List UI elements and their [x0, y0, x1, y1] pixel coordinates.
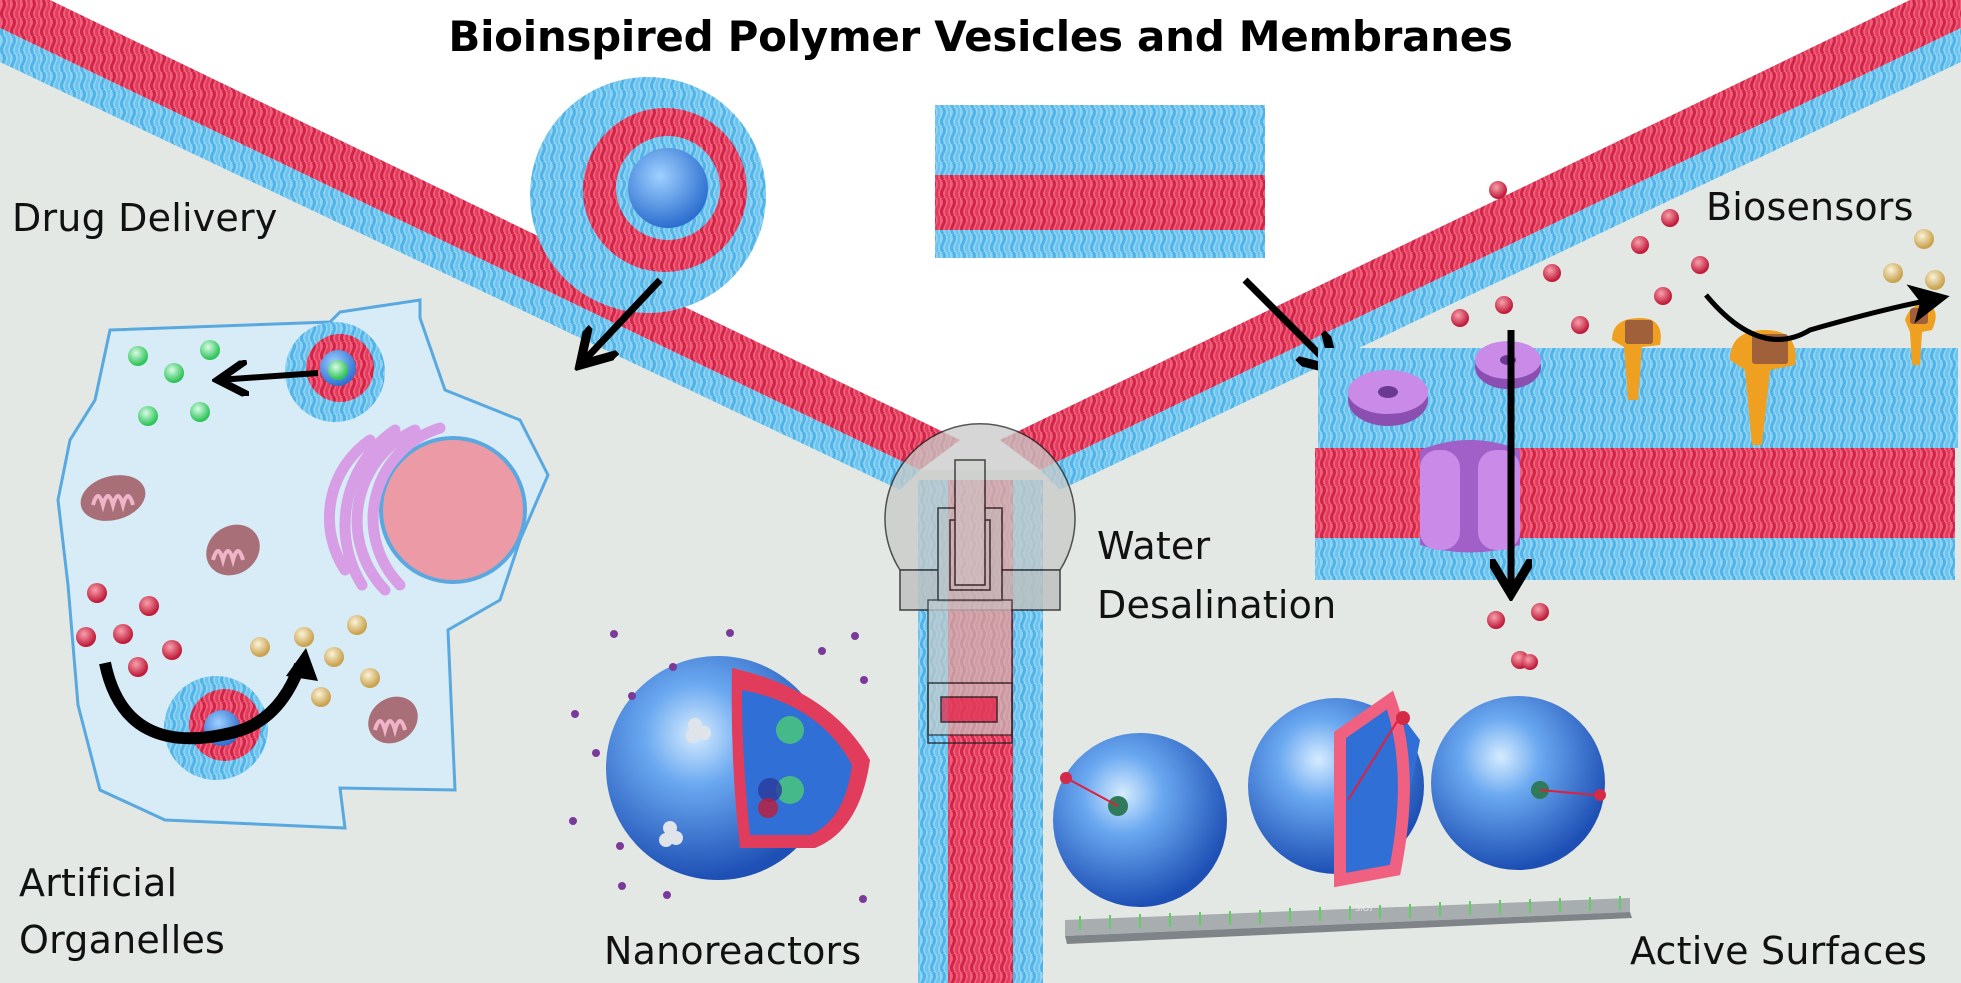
surface-sphere-2	[1248, 690, 1424, 888]
endoplasmic-reticulum	[323, 422, 446, 596]
biomimetic-membrane-block	[1315, 304, 1958, 580]
substrate-dots	[569, 629, 868, 903]
red-cargo-beads	[76, 583, 182, 677]
active-surfaces	[1053, 654, 1632, 944]
rosette-protein-1	[1348, 370, 1428, 426]
label-active-surfaces: Active Surfaces	[1630, 929, 1928, 973]
membrane-red-beads	[1451, 181, 1709, 669]
label-artificial-organelles-line2: Organelles	[19, 918, 226, 962]
cell-vesicle-release	[285, 322, 385, 422]
left-membrane-band	[0, 0, 960, 490]
right-membrane-band	[1000, 0, 1961, 490]
biosensor-arrow	[1704, 284, 1950, 342]
green-cargo-beads	[128, 340, 220, 426]
nanoreactor-sphere	[569, 629, 870, 903]
nucleus	[379, 436, 527, 584]
tan-product-beads	[250, 615, 380, 707]
label-drug-delivery: Drug Delivery	[12, 196, 278, 240]
surface-sphere-3	[1431, 696, 1606, 870]
figure-title: Bioinspired Polymer Vesicles and Membran…	[448, 12, 1513, 61]
water-channel-protein	[1420, 440, 1520, 553]
label-substrate: SiO₂	[1355, 904, 1373, 913]
label-biosensors: Biosensors	[1706, 185, 1914, 229]
surface-linkers	[1079, 896, 1621, 930]
cell-vesicle-nanoreactor	[164, 676, 268, 780]
label-water-desalination-line1: Water	[1097, 524, 1211, 568]
cell	[56, 298, 550, 830]
label-nanoreactors: Nanoreactors	[604, 929, 862, 973]
mitochondria	[80, 475, 418, 744]
conversion-arrow	[99, 661, 306, 745]
label-water-desalination-line2: Desalination	[1097, 583, 1337, 627]
membrane-tan-beads	[1883, 229, 1945, 290]
polymer-membrane-block	[935, 105, 1265, 258]
arrow-to-drug-delivery	[580, 277, 663, 365]
label-artificial-organelles-line1: Artificial	[19, 861, 178, 905]
zipper-slider	[884, 423, 1076, 744]
polymersome-vesicle	[530, 77, 766, 313]
surface-sphere-1	[1053, 733, 1227, 907]
release-arrow	[218, 373, 319, 380]
